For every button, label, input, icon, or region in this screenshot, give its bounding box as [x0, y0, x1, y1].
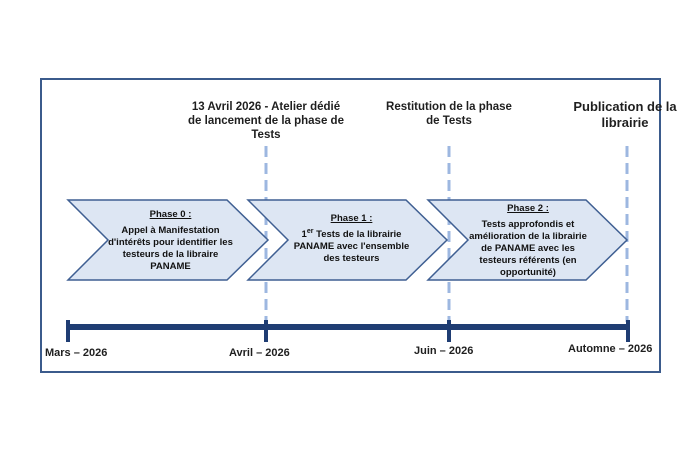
- date-label-4: Automne – 2026: [568, 343, 653, 355]
- milestone-label-2: Restitution de la phase de Tests: [386, 101, 512, 127]
- phase-1-text: Phase 1 : 1er Tests de la librairie PANA…: [289, 213, 414, 265]
- phase-0-title: Phase 0 :: [149, 209, 192, 220]
- phase-2-arrow: [426, 199, 629, 281]
- phase-0-text: Phase 0 : Appel à Manifestation d'intérê…: [108, 209, 233, 273]
- phase-2-desc: Tests approfondis et amélioration de la …: [469, 219, 587, 278]
- phase-1-desc-rest: Tests de la librairie PANAME avec l'ense…: [293, 229, 410, 264]
- phase-1-arrow: [246, 199, 449, 281]
- phase-0-arrow: [66, 199, 270, 281]
- date-label-2: Avril – 2026: [229, 347, 290, 359]
- phase-1-title: Phase 1 :: [330, 213, 373, 224]
- milestone-label-3: Publication de la librairie: [573, 99, 677, 130]
- date-label-3: Juin – 2026: [414, 345, 474, 357]
- phase-1-desc-sup: er: [306, 227, 314, 235]
- milestone-label-1: 13 Avril 2026 - Atelier dédié de lanceme…: [188, 101, 344, 141]
- diagram-frame: [40, 78, 661, 373]
- phase-2-title: Phase 2 :: [507, 203, 549, 214]
- phase-1-desc-prefix: 1: [301, 229, 307, 240]
- phase-1-desc: 1er Tests de la librairie PANAME avec l'…: [289, 227, 414, 265]
- date-label-1: Mars – 2026: [45, 347, 108, 359]
- phase-2-text: Phase 2 : Tests approfondis et améliorat…: [466, 203, 590, 279]
- phase-0-desc: Appel à Manifestation d'intérêts pour id…: [108, 225, 233, 272]
